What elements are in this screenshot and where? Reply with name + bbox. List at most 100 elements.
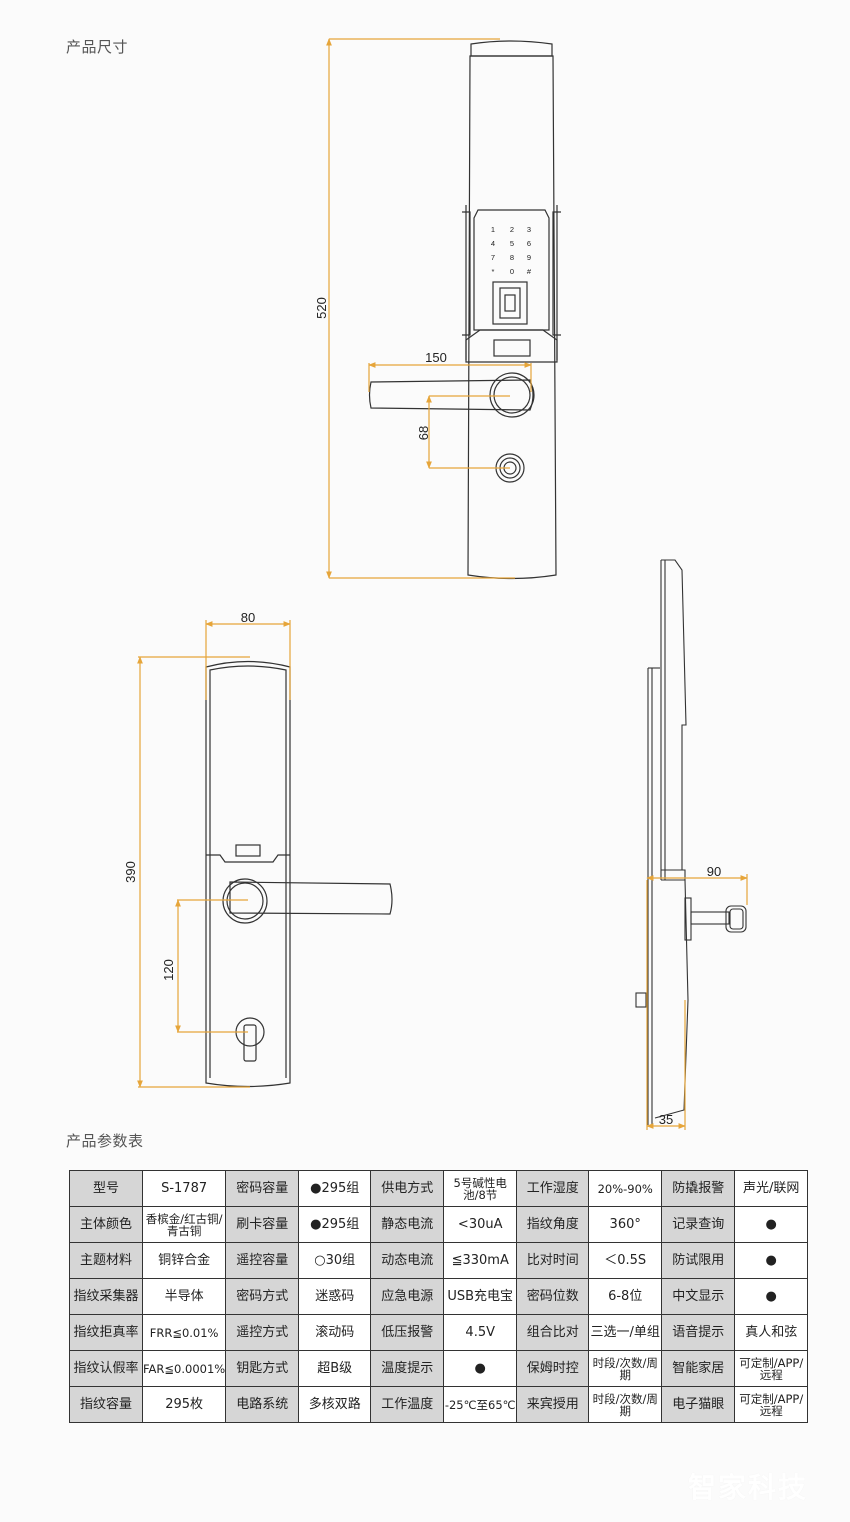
param-value-cell: 滚动码 [298, 1314, 372, 1351]
side-dimension-lines [646, 874, 748, 1130]
param-value-cell: -25℃至65℃ [443, 1386, 518, 1423]
param-value-cell: 真人和弦 [734, 1314, 809, 1351]
param-label-cell: 语音提示 [661, 1314, 736, 1351]
param-label-cell: 型号 [69, 1170, 143, 1207]
param-value-cell: ● [734, 1206, 809, 1243]
param-value-cell: 360° [588, 1206, 663, 1243]
svg-text:2: 2 [510, 225, 514, 234]
param-label-cell: 应急电源 [370, 1278, 445, 1315]
svg-text:3: 3 [527, 225, 531, 234]
param-value-cell: ● [734, 1242, 809, 1279]
svg-text:1: 1 [491, 225, 495, 234]
param-value-cell: 铜锌合金 [141, 1242, 227, 1279]
param-label-cell: 密码方式 [225, 1278, 300, 1315]
watermark: 智家科技 [688, 1471, 809, 1504]
svg-text:4: 4 [491, 239, 495, 248]
param-value-cell: 三选一/单组 [588, 1314, 663, 1351]
svg-text:6: 6 [527, 239, 531, 248]
back-dimension-lines [137, 620, 291, 1088]
svg-text:*: * [492, 267, 495, 276]
param-label-cell: 钥匙方式 [225, 1350, 300, 1387]
param-value-cell: FRR≦0.01% [141, 1314, 227, 1351]
param-label-cell: 动态电流 [370, 1242, 445, 1279]
param-label-cell: 静态电流 [370, 1206, 445, 1243]
param-label-cell: 密码容量 [225, 1170, 300, 1207]
param-value-cell: 295枚 [141, 1386, 227, 1423]
svg-text:7: 7 [491, 253, 495, 262]
param-label-cell: 指纹采集器 [69, 1278, 143, 1315]
svg-text:8: 8 [510, 253, 514, 262]
param-label-cell: 指纹认假率 [69, 1350, 143, 1387]
param-value-cell: USB充电宝 [443, 1278, 518, 1315]
back-height-label: 390 [123, 861, 138, 883]
svg-text:0: 0 [510, 267, 514, 276]
back-handle-knob-label: 120 [161, 959, 176, 981]
param-label-cell: 指纹容量 [69, 1386, 143, 1423]
side-thickness-label: 35 [659, 1112, 673, 1127]
param-label-cell: 指纹角度 [516, 1206, 590, 1243]
param-value-cell: 时段/次数/周期 [588, 1386, 663, 1423]
param-label-cell: 来宾授用 [516, 1386, 590, 1423]
param-value-cell: 可定制/APP/远程 [734, 1350, 809, 1387]
param-value-cell: ○30组 [298, 1242, 372, 1279]
param-value-cell: 迷惑码 [298, 1278, 372, 1315]
param-label-cell: 遥控容量 [225, 1242, 300, 1279]
param-label-cell: 工作湿度 [516, 1170, 590, 1207]
param-value-cell: ●295组 [298, 1170, 372, 1207]
param-label-cell: 工作温度 [370, 1386, 445, 1423]
front-handle-cylinder-label: 68 [416, 426, 431, 440]
param-label-cell: 指纹拒真率 [69, 1314, 143, 1351]
param-label-cell: 组合比对 [516, 1314, 590, 1351]
param-label-cell: 温度提示 [370, 1350, 445, 1387]
param-value-cell: 多核双路 [298, 1386, 372, 1423]
param-value-cell: FAR≦0.0001% [141, 1350, 227, 1387]
param-label-cell: 记录查询 [661, 1206, 736, 1243]
param-label-cell: 防撬报警 [661, 1170, 736, 1207]
param-label-cell: 主题材料 [69, 1242, 143, 1279]
param-value-cell: ● [734, 1278, 809, 1315]
front-view-lock [368, 40, 561, 580]
param-label-cell: 遥控方式 [225, 1314, 300, 1351]
param-value-cell: 超B级 [298, 1350, 372, 1387]
svg-text:#: # [527, 267, 532, 276]
back-width-label: 80 [241, 610, 255, 625]
param-label-cell: 电子猫眼 [661, 1386, 736, 1423]
param-label-cell: 刷卡容量 [225, 1206, 300, 1243]
param-value-cell: 5号碱性电池/8节 [443, 1170, 518, 1207]
param-value-cell: 6-8位 [588, 1278, 663, 1315]
front-dimension-lines [326, 38, 532, 579]
params-section-title: 产品参数表 [66, 1132, 144, 1150]
param-value-cell: 半导体 [141, 1278, 227, 1315]
param-label-cell: 防试限用 [661, 1242, 736, 1279]
param-label-cell: 比对时间 [516, 1242, 590, 1279]
param-value-cell: 可定制/APP/远程 [734, 1386, 809, 1423]
param-label-cell: 中文显示 [661, 1278, 736, 1315]
param-value-cell: 4.5V [443, 1314, 518, 1351]
param-label-cell: 密码位数 [516, 1278, 590, 1315]
param-label-cell: 保姆时控 [516, 1350, 590, 1387]
svg-text:5: 5 [510, 239, 514, 248]
param-value-cell: 香槟金/红古铜/青古铜 [141, 1206, 227, 1243]
front-handle-length-label: 150 [425, 350, 447, 365]
side-depth-label: 90 [707, 864, 721, 879]
param-label-cell: 低压报警 [370, 1314, 445, 1351]
back-view-lock [205, 660, 393, 1088]
param-value-cell: ● [443, 1350, 518, 1387]
param-value-cell: ≦330mA [443, 1242, 518, 1279]
front-keypad: 1 2 3 4 5 6 7 8 9 * 0 # [491, 225, 532, 276]
param-value-cell: ＜0.5S [588, 1242, 663, 1279]
svg-text:9: 9 [527, 253, 531, 262]
param-value-cell: 20%-90% [588, 1170, 663, 1207]
param-label-cell: 主体颜色 [69, 1206, 143, 1243]
param-value-cell: 时段/次数/周期 [588, 1350, 663, 1387]
dimension-drawings: 1 2 3 4 5 6 7 8 9 * 0 # 520 150 68 [123, 38, 748, 1130]
param-label-cell: 电路系统 [225, 1386, 300, 1423]
